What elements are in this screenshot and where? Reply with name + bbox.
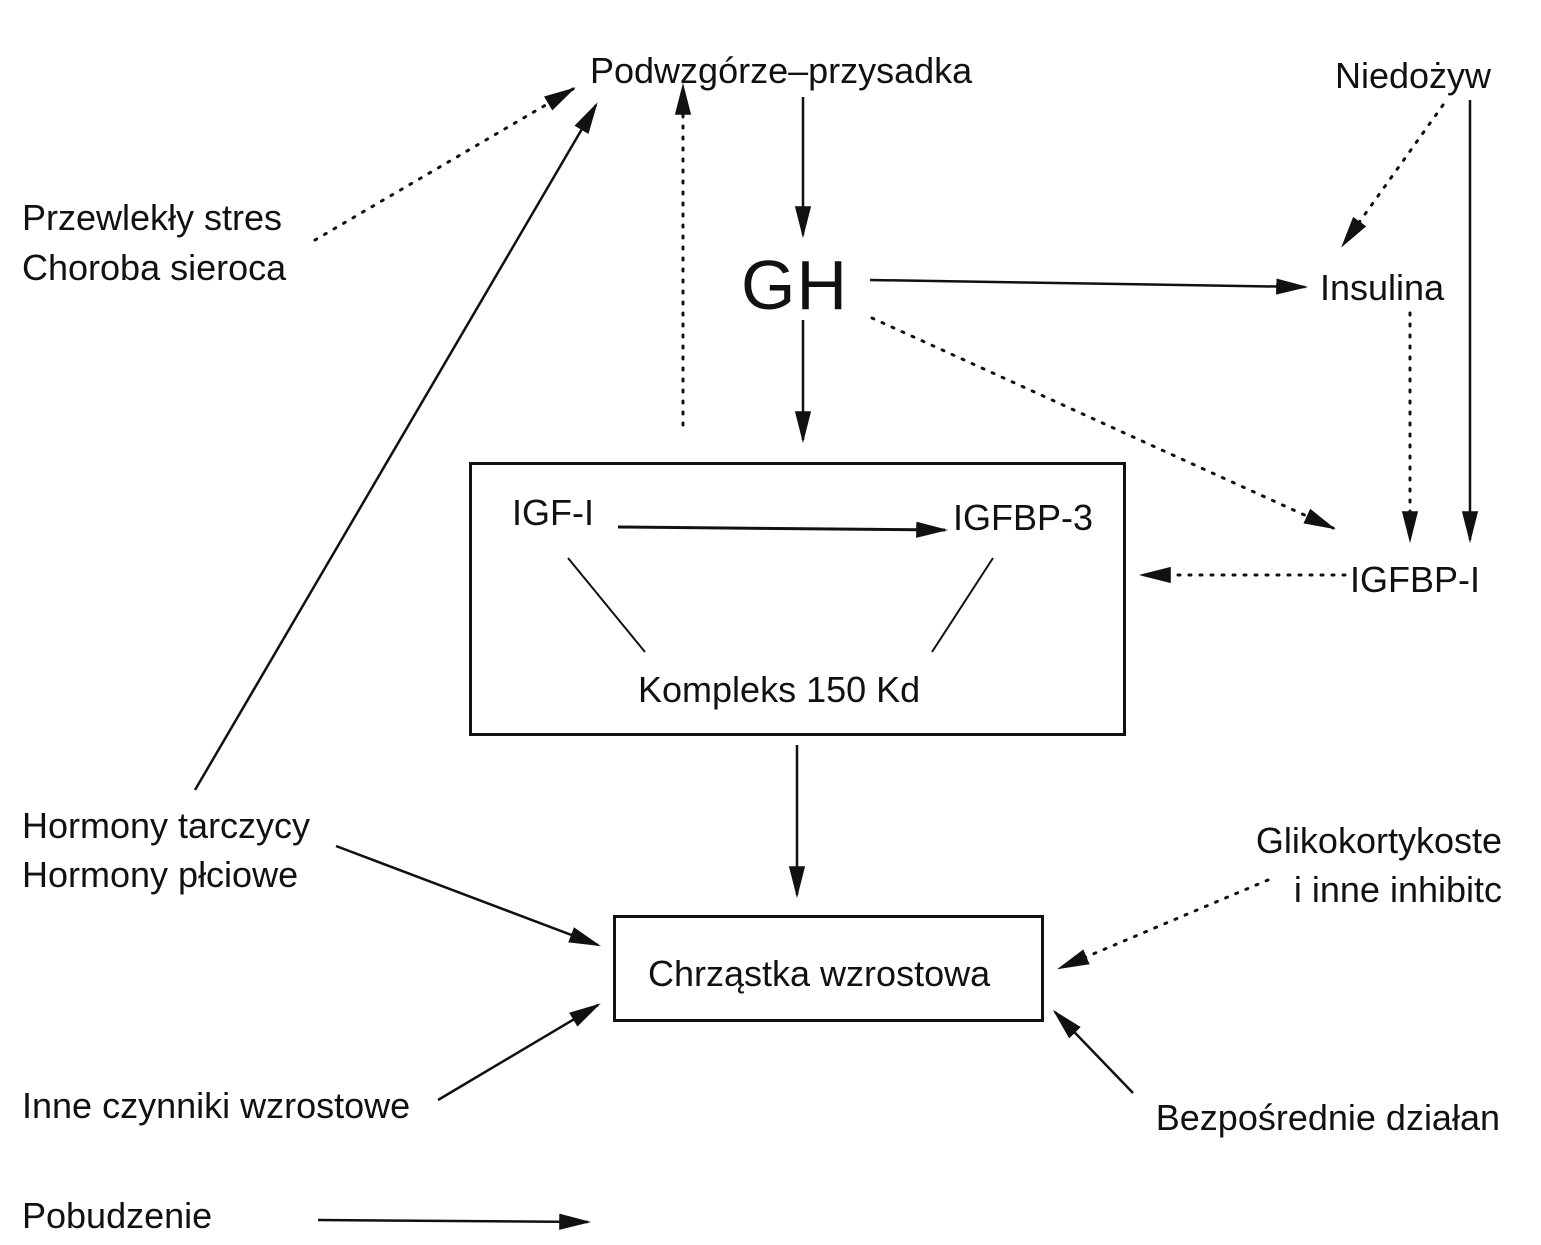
hormones-label-line1: Hormony tarczycy [22,805,311,846]
igfbp3-label: IGFBP-3 [953,497,1094,538]
gh-label: GH [741,246,848,324]
arrow-glucocorticoids-to-cartilage [1057,878,1270,970]
complex-box [469,462,1126,736]
arrow-gh-to-insulin [869,278,1309,295]
insulin-label: Insulina [1320,267,1445,308]
cartilage-label: Chrząstka wzrostowa [648,953,991,994]
complex-label: Kompleks 150 Kd [638,669,921,710]
direct-action-label: Bezpośrednie działan [1155,1097,1500,1138]
hypothalamus-label: Podwzgórze–przysadka [590,50,973,91]
arrow-hormones-to-cartilage [335,844,601,947]
glucocorticoids-label-line1: Glikokortykoste [1255,820,1502,861]
connector-igf1-complex [567,557,646,653]
igfbp1-label: IGFBP-I [1350,559,1481,600]
arrow-stress-to-hypothalamus [313,87,576,242]
arrow-direct-action-to-cartilage [1052,1009,1134,1094]
arrow-gh-to-igfbp1 [870,316,1336,530]
legend-stimulation-label: Pobudzenie [22,1195,213,1236]
legend-stimulation-arrow [317,1213,592,1230]
arrow-hormones-to-hypothalamus [193,102,598,791]
connector-igfbp3-complex [931,557,994,653]
other-factors-label: Inne czynniki wzrostowe [22,1085,411,1126]
arrow-malnutrition-to-insulin [1341,103,1445,248]
cartilage-box [613,915,1044,1022]
stress-label-line1: Przewlekły stres [22,197,283,238]
stress-label-line2: Choroba sieroca [22,247,287,288]
arrow-igf1-to-igfbp3 [617,521,949,538]
arrow-other-factors-to-cartilage [437,1003,601,1102]
hormones-label-line2: Hormony płciowe [22,854,299,895]
igf1-label: IGF-I [512,492,594,533]
glucocorticoids-label-line2: i inne inhibitc [1293,869,1502,910]
malnutrition-label: Niedożyw [1335,55,1492,96]
